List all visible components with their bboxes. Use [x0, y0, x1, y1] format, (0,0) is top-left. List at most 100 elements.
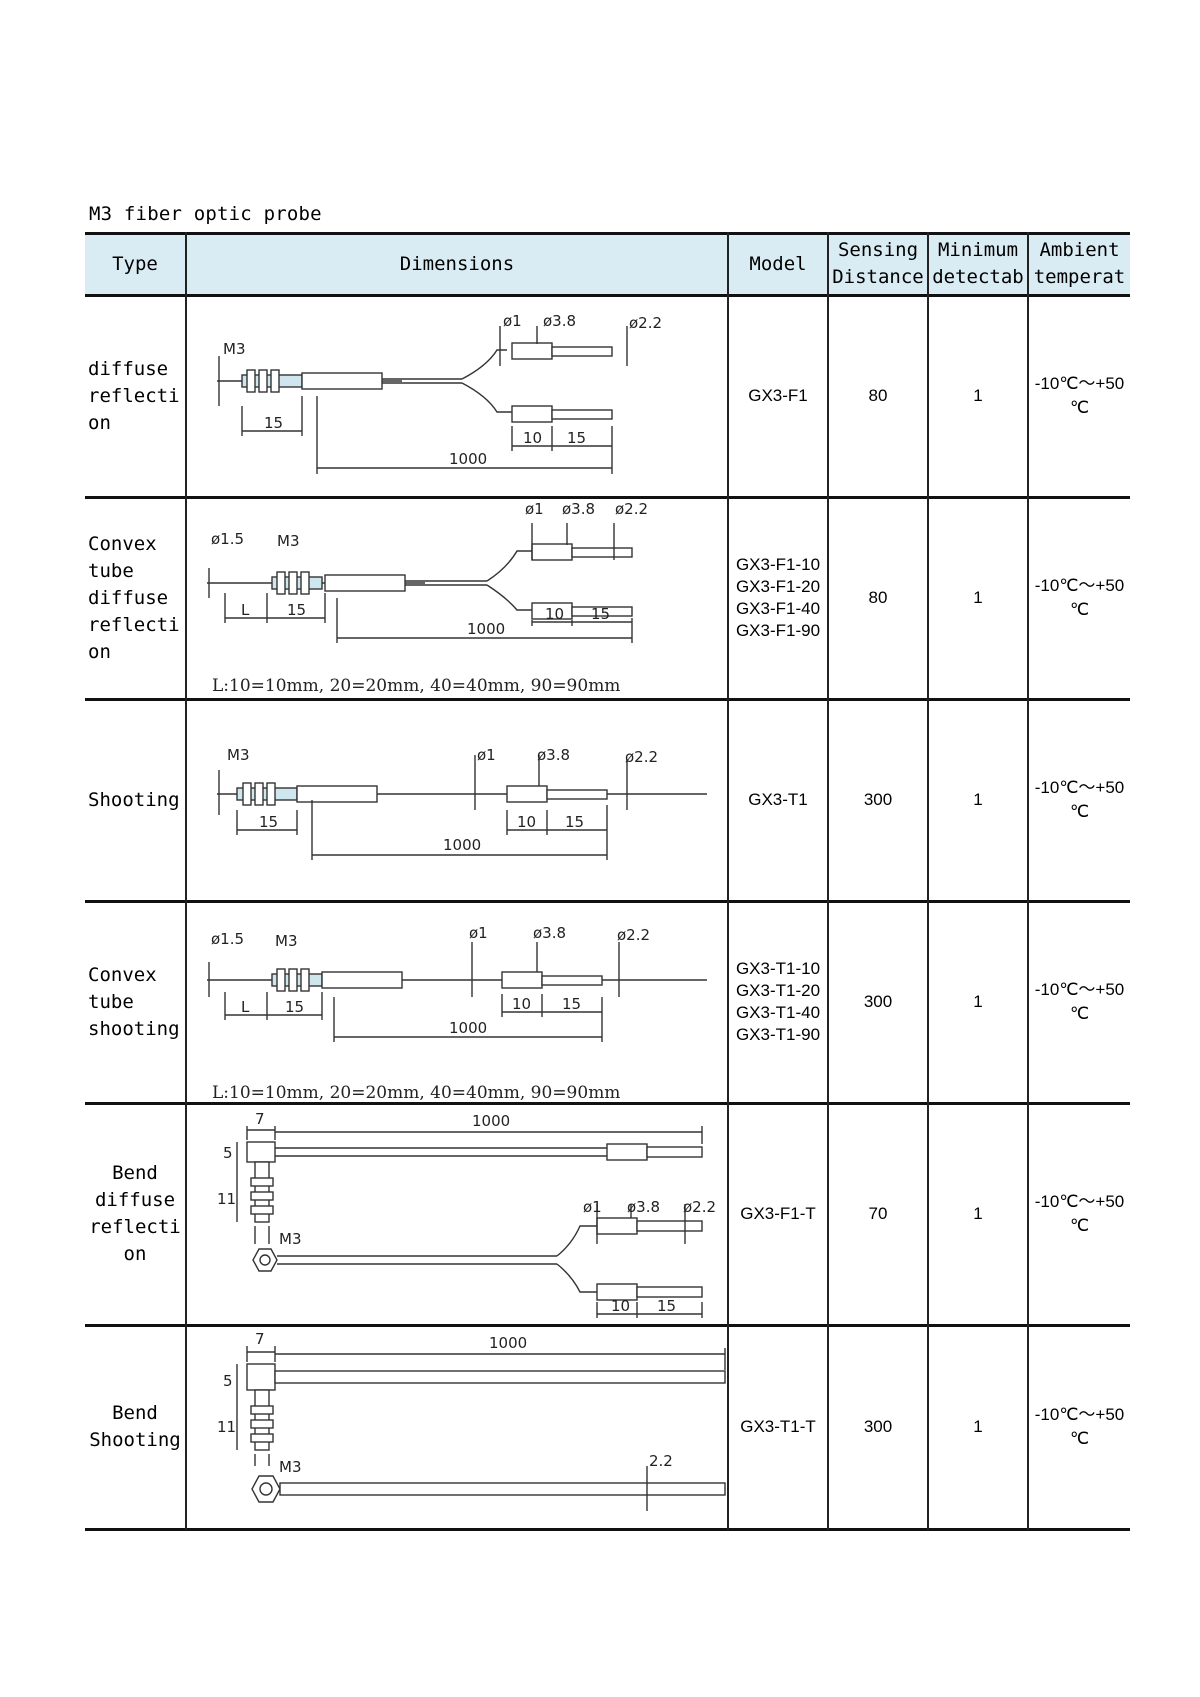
row-minimum-detectable: 1 — [973, 1417, 983, 1436]
header-ambient-temperature: Ambient temperat — [1033, 239, 1126, 288]
label-d22: 2.2 — [649, 1452, 673, 1470]
header-minimum-detectable: Minimum detectab — [932, 239, 1024, 288]
label-m3: M3 — [279, 1458, 302, 1476]
row-ambient-temperature: -10℃～+50℃ — [1029, 902, 1130, 1102]
diagram-shooting: M3 ø1 ø3.8 ø2.2 15 1000 10 15 — [217, 746, 707, 860]
label-m3: M3 — [223, 340, 246, 358]
diagram-convex-tube-diffuse: ø1.5 M3 ø1 ø3.8 ø2.2 L 15 1000 10 15 L:1… — [207, 500, 648, 696]
column-divider — [927, 232, 929, 1530]
label-15b: 15 — [657, 1297, 676, 1315]
label-d38: ø3.8 — [627, 1198, 660, 1216]
label-1000: 1000 — [467, 620, 505, 638]
label-1000: 1000 — [443, 836, 481, 854]
label-d22: ø2.2 — [615, 500, 648, 518]
label-d1: ø1 — [469, 924, 488, 942]
label-d38: ø3.8 — [543, 312, 576, 330]
label-d1: ø1 — [477, 746, 496, 764]
model-name: GX3-F1 — [748, 386, 808, 405]
row-divider — [85, 698, 1130, 701]
row-ambient-temperature: -10℃～+50℃ — [1029, 1104, 1130, 1324]
label-5: 5 — [223, 1144, 233, 1162]
label-7: 7 — [255, 1330, 265, 1348]
column-divider — [185, 232, 187, 1530]
label-15: 15 — [287, 601, 306, 619]
diagram-convex-tube-shooting: ø1.5 M3 ø1 ø3.8 ø2.2 L 15 1000 10 15 L:1… — [207, 924, 707, 1102]
label-1000: 1000 — [489, 1334, 527, 1352]
label-10: 10 — [517, 813, 536, 831]
row-divider — [85, 496, 1130, 499]
label-d1: ø1 — [525, 500, 544, 518]
label-10: 10 — [611, 1297, 630, 1315]
row-ambient-temperature: -10℃～+50 ℃ — [1029, 296, 1130, 496]
label-m3: M3 — [279, 1230, 302, 1248]
row-type: diffuse reflecti on — [88, 357, 180, 434]
model-name: GX3-T1-90 — [735, 1025, 821, 1044]
label-d15: ø1.5 — [211, 530, 244, 548]
label-1000: 1000 — [449, 450, 487, 468]
model-name: GX3-T1-T — [740, 1417, 816, 1436]
model-name: GX3-F1-20 — [735, 577, 821, 596]
length-note: L:10=10mm, 20=20mm, 40=40mm, 90=90mm — [212, 1083, 620, 1102]
row-model: GX3-T1-10 GX3-T1-20 GX3-T1-40 GX3-T1-90 — [729, 902, 827, 1102]
header-model: Model — [749, 252, 807, 275]
label-1000: 1000 — [449, 1019, 487, 1037]
label-10: 10 — [512, 995, 531, 1013]
temp-unit: ℃ — [1069, 1429, 1090, 1448]
row-minimum-detectable: 1 — [973, 588, 983, 607]
label-7: 7 — [255, 1110, 265, 1128]
row-divider — [85, 1102, 1130, 1105]
label-m3: M3 — [275, 932, 298, 950]
temp-unit: ℃ — [1069, 398, 1090, 417]
temp-range: -10℃～+50 — [1034, 1405, 1125, 1424]
row-type: Bend Shooting — [89, 1402, 181, 1451]
label-l: L — [241, 998, 250, 1016]
row-model: GX3-F1-T — [729, 1104, 827, 1324]
label-d1: ø1 — [503, 312, 522, 330]
row-sensing-distance: 300 — [863, 1417, 893, 1436]
length-note: L:10=10mm, 20=20mm, 40=40mm, 90=90mm — [212, 676, 620, 696]
row-sensing-distance: 80 — [868, 386, 888, 405]
row-type: Convex tube diffuse reflecti on — [88, 532, 180, 663]
label-m3: M3 — [277, 532, 300, 550]
temp-range: -10℃～+50 — [1034, 980, 1125, 999]
label-d22: ø2.2 — [625, 748, 658, 766]
row-sensing-distance: 80 — [868, 588, 888, 607]
row-model: GX3-F1 — [729, 296, 827, 496]
row-minimum-detectable: 1 — [973, 992, 983, 1011]
temp-range: -10℃～+50 — [1034, 778, 1125, 797]
diagram-bend-diffuse: 7 1000 5 11 M3 ø1 ø3.8 ø2.2 10 15 — [217, 1110, 716, 1318]
label-d38: ø3.8 — [562, 500, 595, 518]
model-name: GX3-T1 — [748, 790, 808, 809]
label-15b: 15 — [565, 813, 584, 831]
label-5: 5 — [223, 1372, 233, 1390]
label-15b: 15 — [567, 429, 586, 447]
label-11: 11 — [217, 1418, 236, 1436]
diagram-diffuse-reflection: M3 ø1 ø3.8 ø2.2 15 1000 10 15 — [217, 312, 662, 474]
temp-unit: ℃ — [1069, 600, 1090, 619]
row-model: GX3-T1 — [729, 700, 827, 900]
row-minimum-detectable: 1 — [973, 386, 983, 405]
diagram-bend-shooting: 7 1000 5 11 M3 2.2 — [217, 1330, 726, 1511]
row-minimum-detectable: 1 — [973, 1204, 983, 1223]
label-d1: ø1 — [583, 1198, 602, 1216]
label-1000: 1000 — [472, 1112, 510, 1130]
temp-range: -10℃～+50 — [1034, 374, 1125, 393]
temp-range: -10℃～+50 — [1034, 576, 1125, 595]
row-model: GX3-T1-T — [729, 1326, 827, 1528]
row-ambient-temperature: -10℃～+50 ℃ — [1029, 1326, 1130, 1528]
row-sensing-distance: 300 — [863, 992, 893, 1011]
label-d22: ø2.2 — [683, 1198, 716, 1216]
column-divider — [1027, 232, 1029, 1530]
label-15: 15 — [285, 998, 304, 1016]
label-d38: ø3.8 — [537, 746, 570, 764]
row-sensing-distance: 300 — [863, 790, 893, 809]
label-d22: ø2.2 — [617, 926, 650, 944]
header-sensing-distance: Sensing Distance — [832, 239, 924, 288]
model-name: GX3-T1-20 — [735, 981, 821, 1000]
row-type: Convex tube shooting — [88, 963, 180, 1040]
label-15b: 15 — [562, 995, 581, 1013]
label-15: 15 — [264, 414, 283, 432]
model-name: GX3-T1-40 — [735, 1003, 821, 1022]
row-sensing-distance: 70 — [868, 1204, 888, 1223]
row-divider — [85, 1324, 1130, 1327]
